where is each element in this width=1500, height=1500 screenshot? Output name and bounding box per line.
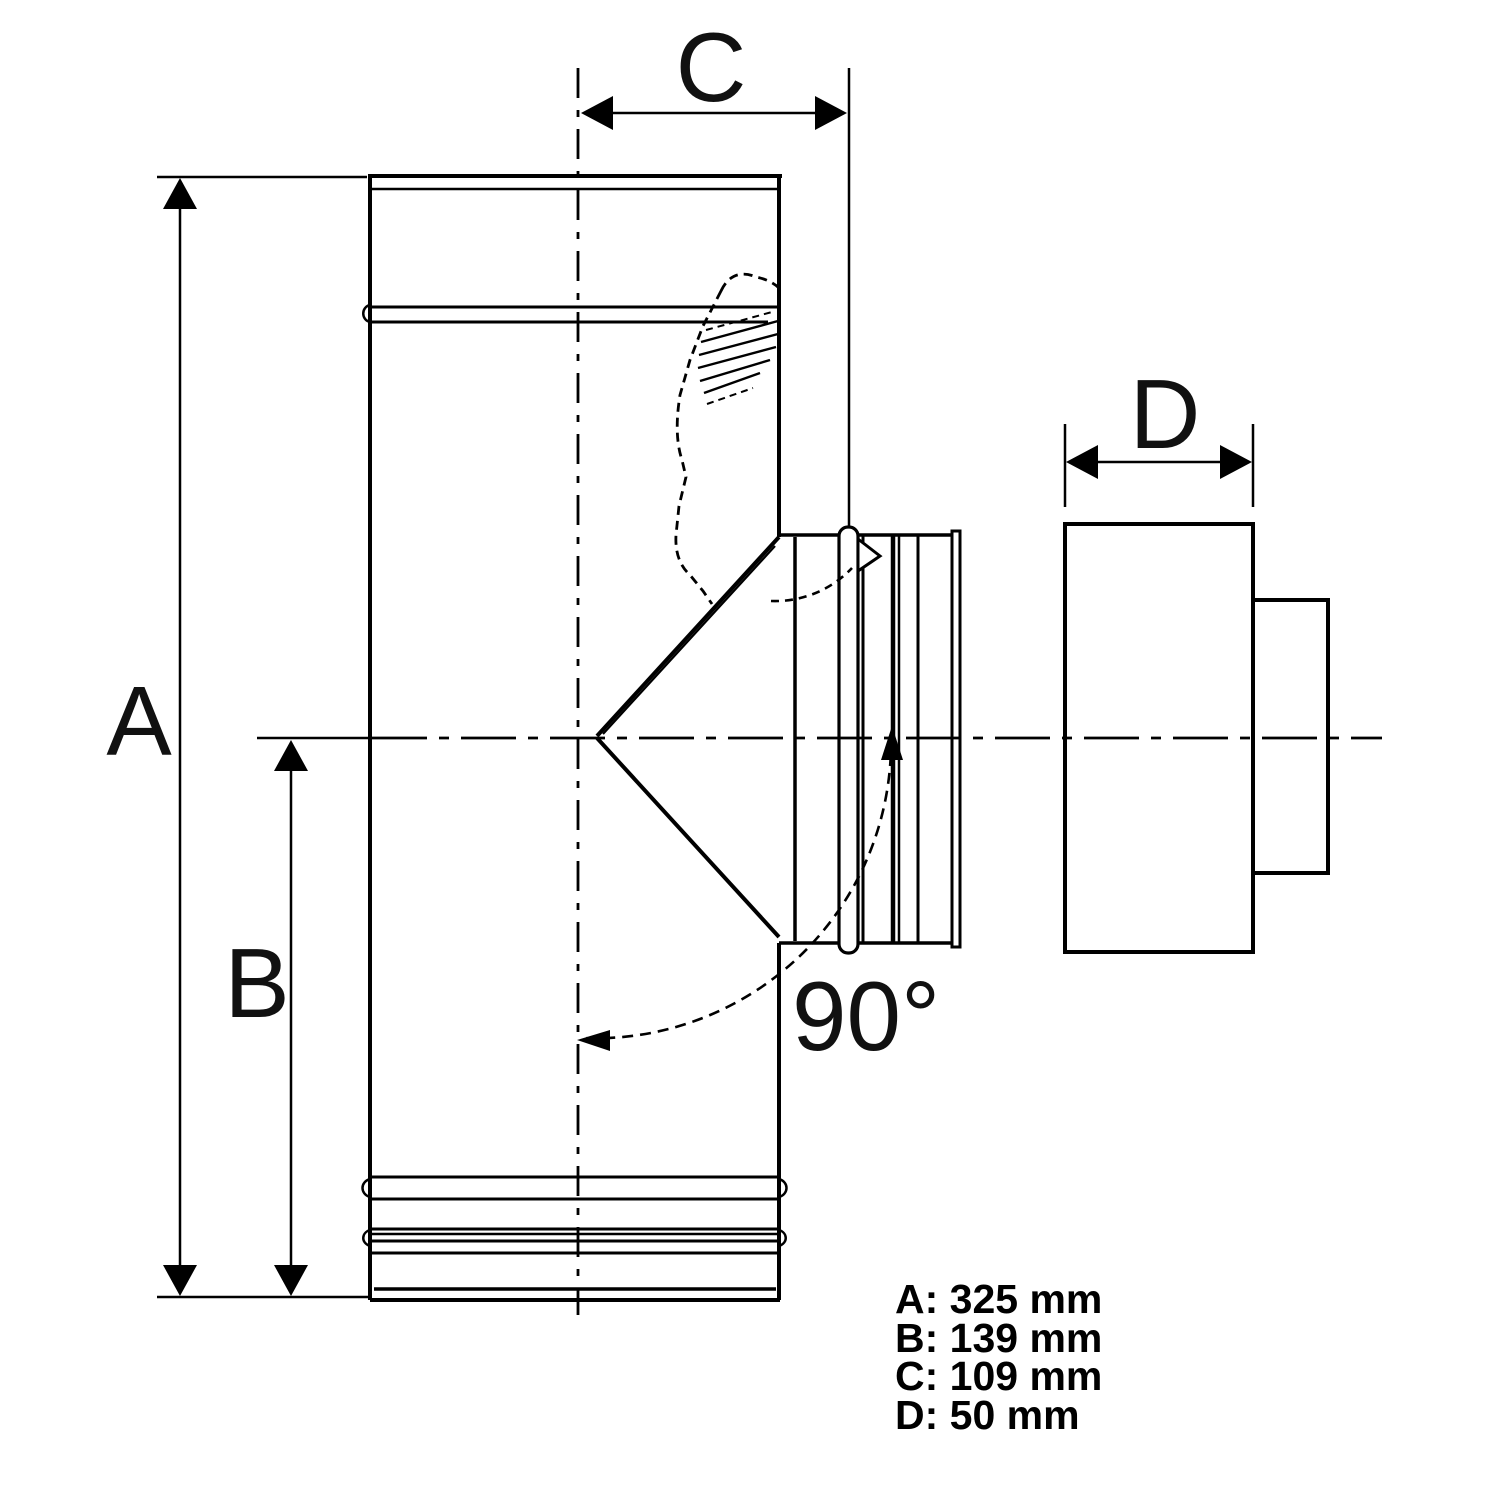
socket-tab-pointer bbox=[856, 535, 883, 574]
dim-b-arrow-up-icon bbox=[274, 740, 308, 771]
dimension-a: A bbox=[106, 175, 370, 1299]
cone-upper-edge bbox=[595, 535, 781, 738]
angle-arrow-left-icon bbox=[577, 1030, 610, 1051]
hatch-line bbox=[698, 332, 779, 357]
dim-d-label: D bbox=[1130, 359, 1201, 469]
cone-upper-edge-inner bbox=[602, 545, 776, 735]
dim-a-arrow-down-icon bbox=[163, 1265, 197, 1296]
dimension-c: C bbox=[581, 12, 851, 528]
tear-outline bbox=[674, 272, 780, 605]
bead-bump-left-1 bbox=[361, 1177, 371, 1199]
bead-bump-right-2 bbox=[778, 1228, 787, 1248]
hatch-line bbox=[699, 358, 771, 383]
legend-line-c: C: 109 mm bbox=[895, 1353, 1102, 1399]
dim-a-arrow-up-icon bbox=[163, 178, 197, 209]
angle-annotation: 90° bbox=[577, 726, 940, 1071]
collar-joint-bead-left bbox=[362, 303, 371, 324]
dim-a-label: A bbox=[106, 666, 172, 776]
legend-line-a: A: 325 mm bbox=[895, 1276, 1102, 1322]
angle-arrow-up-icon bbox=[881, 726, 903, 760]
bead-bump-right-1 bbox=[778, 1177, 788, 1199]
end-cap-spigot bbox=[1251, 598, 1330, 875]
hatch-line bbox=[697, 345, 777, 370]
dim-c-arrow-left-icon bbox=[581, 96, 613, 130]
break-out-section bbox=[674, 272, 780, 605]
dimension-d: D bbox=[1063, 359, 1255, 507]
center-lines bbox=[257, 68, 1382, 1315]
socket-swivel-arc bbox=[770, 567, 853, 603]
dim-d-arrow-right-icon bbox=[1220, 445, 1252, 479]
angle-label: 90° bbox=[792, 961, 940, 1071]
main-pipe bbox=[361, 174, 788, 1302]
hatch-line bbox=[700, 319, 779, 344]
cone-lower-edge bbox=[595, 736, 781, 939]
legend-line-b: B: 139 mm bbox=[895, 1315, 1102, 1361]
legend-line-d: D: 50 mm bbox=[895, 1392, 1080, 1438]
socket-clamp-tab bbox=[837, 525, 860, 955]
hatch-line bbox=[703, 371, 761, 395]
crimp-hatching bbox=[697, 311, 779, 405]
angle-arc bbox=[581, 736, 893, 1040]
dim-c-arrow-right-icon bbox=[815, 96, 847, 130]
bead-bump-left-2 bbox=[362, 1228, 371, 1248]
dimension-legend: A: 325 mm B: 139 mm C: 109 mm D: 50 mm bbox=[895, 1276, 1102, 1438]
hatch-line-dashed bbox=[706, 387, 754, 405]
dim-b-arrow-down-icon bbox=[274, 1265, 308, 1296]
dimension-b: B bbox=[224, 740, 308, 1296]
dim-c-label: C bbox=[676, 12, 747, 122]
dim-d-arrow-left-icon bbox=[1066, 445, 1098, 479]
dim-b-label: B bbox=[224, 928, 289, 1038]
branch-socket bbox=[770, 525, 962, 955]
branch-cone bbox=[595, 535, 781, 939]
